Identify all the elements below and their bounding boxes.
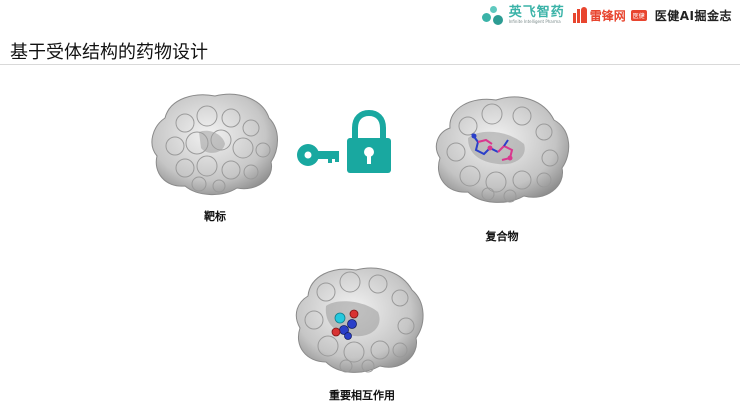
interaction-spheres xyxy=(331,309,359,340)
page-title: 基于受体结构的药物设计 xyxy=(10,42,208,63)
logo-c-name: 医健AI掘金志 xyxy=(654,8,732,23)
logo-a-subtitle: Infinite Intelligent Pharma xyxy=(508,19,561,24)
complex-protein-image xyxy=(435,96,570,203)
logo-a-name: 英飞智药 xyxy=(508,5,565,20)
logo-infinite-pharma: 英飞智药 Infinite Intelligent Pharma xyxy=(480,4,565,26)
molecule-logo-icon xyxy=(480,4,506,26)
logo-strip: 英飞智药 Infinite Intelligent Pharma 雷锋网 医健 … xyxy=(480,4,732,26)
key-icon xyxy=(297,144,339,166)
logo-ai-jinzhi: 医健AI掘金志 xyxy=(655,7,732,24)
bound-ligand xyxy=(471,133,514,161)
logo-b-name: 雷锋网 xyxy=(589,8,626,23)
caption-complex: 复合物 xyxy=(485,230,519,243)
caption-interaction: 重要相互作用 xyxy=(329,389,395,402)
interaction-protein-image xyxy=(295,267,424,373)
bars-logo-icon xyxy=(572,7,587,23)
target-protein-image xyxy=(151,93,278,195)
title-divider xyxy=(0,64,740,65)
header-bar: 英飞智药 Infinite Intelligent Pharma 雷锋网 医健 … xyxy=(0,0,740,28)
caption-target: 靶标 xyxy=(204,210,226,223)
padlock-icon xyxy=(347,110,391,173)
logo-leiphone: 雷锋网 医健 xyxy=(572,7,647,24)
logo-b-badge: 医健 xyxy=(630,9,647,21)
